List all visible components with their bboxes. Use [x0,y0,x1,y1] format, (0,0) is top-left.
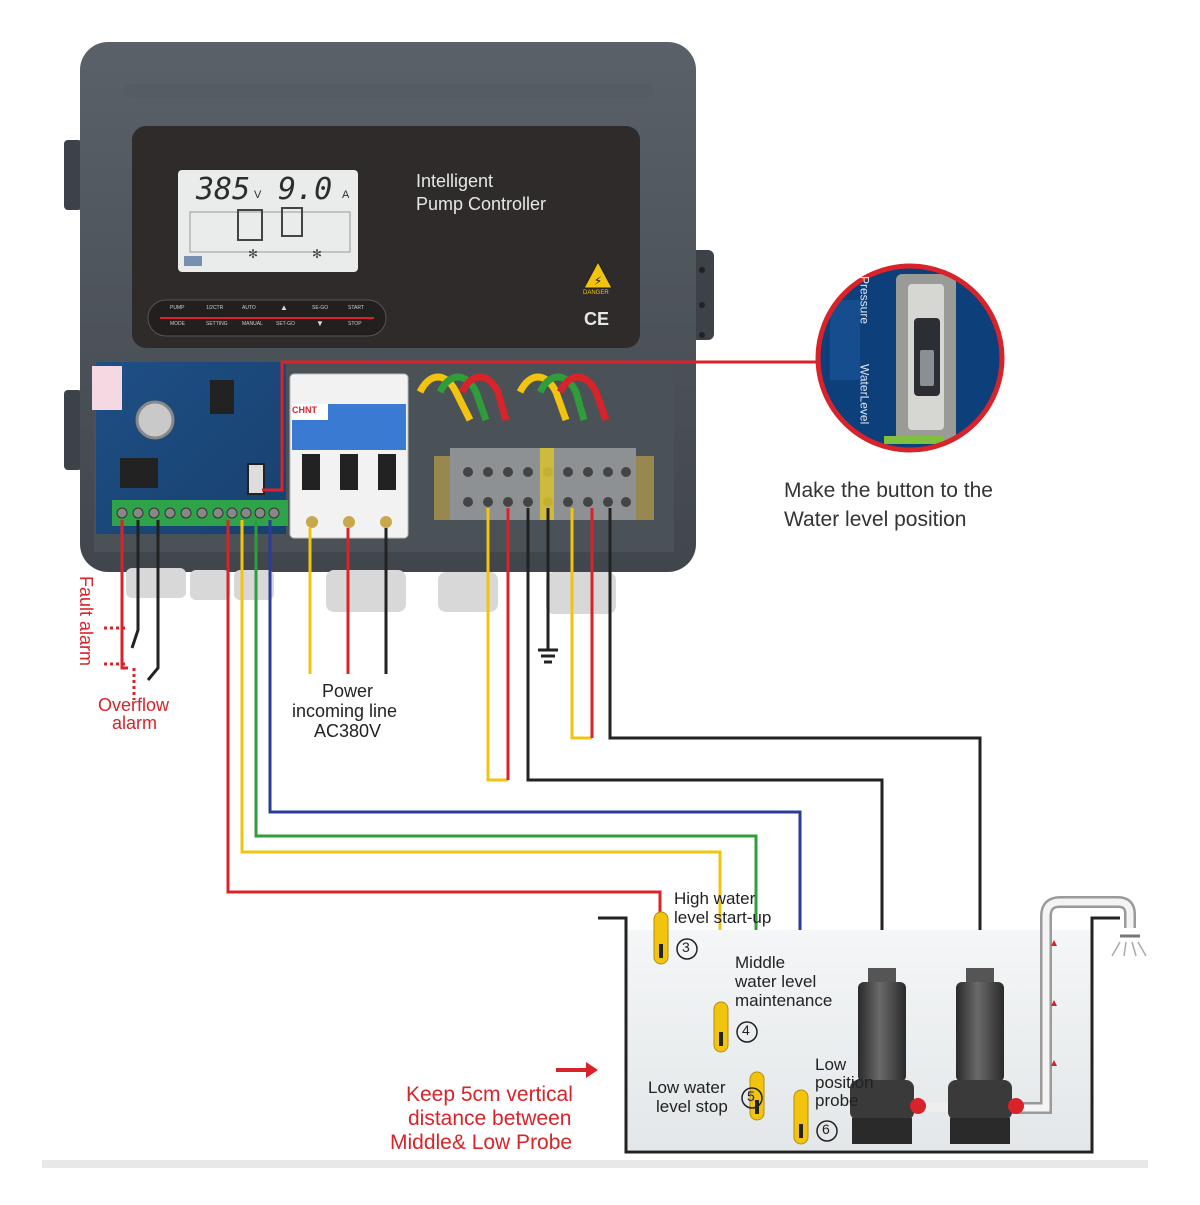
se-go-button[interactable]: SE-GO [312,305,329,311]
discharge-pipe [1000,896,1147,1114]
probe-number-5-circle [741,1087,763,1109]
lcd-voltage: 385 [196,172,251,207]
middle-probe-label-line3: maintenance [735,991,833,1010]
danger-label: DANGER [583,290,609,296]
middle-probe-label-line2: water level [735,972,817,991]
ctr-button[interactable]: 1/2CTR [206,305,224,311]
auto-button[interactable]: AUTO [242,305,256,311]
high-probe-label-line1: High water [674,889,756,908]
middle-probe-label-line1: Middle [735,953,786,972]
battery-icon [135,400,175,440]
pointer-line [262,360,830,492]
set-go-button[interactable]: SET-GO [276,321,295,327]
probe-number-5: 5 [747,1088,755,1104]
probe-number-4-circle [736,1021,758,1043]
controller-title-line2: Pump Controller [416,194,547,214]
overflow-alarm-line2: alarm [112,713,158,733]
setting-button[interactable]: SETTING [206,321,228,327]
power-label-line2: incoming line [292,701,398,721]
note-arrow-icon [556,1062,598,1078]
wires [104,508,982,1090]
front-panel: ✻ ✻ ⚡ [132,126,640,348]
lcd-current: 9.0 [278,172,333,207]
low-position-label-line3: probe [815,1091,859,1110]
fan-icon-right: ✻ [312,247,322,261]
power-label-line1: Power [322,681,374,701]
submersible-pump-1 [850,968,950,1144]
fault-alarm-label: Fault alarm [75,576,96,667]
controller-title-line1: Intelligent [416,171,494,191]
power-label-line3: AC380V [314,721,382,741]
low-probe-label-line2: level stop [656,1097,728,1116]
lcd-current-unit: A [342,189,350,201]
inset-caption-line2: Water level position [784,508,967,531]
note-line1: Keep 5cm vertical [406,1083,573,1106]
probe-number-6-circle [816,1120,838,1142]
overflow-alarm-line1: Overflow [98,695,170,715]
probe-number-6: 6 [822,1121,830,1137]
note-line3: Middle& Low Probe [390,1131,573,1154]
probe-middle [713,1001,729,1053]
lcd-display [178,170,358,272]
wiring-compartment [92,360,674,614]
probe-low-position [793,1089,809,1145]
probe-number-3: 3 [682,939,690,955]
submersible-pump-2 [948,968,1024,1144]
manual-button[interactable]: MANUAL [242,321,263,327]
mode-switch[interactable] [247,463,265,495]
probe-number-4: 4 [742,1022,750,1038]
inset-label-waterlevel: WaterLevel [857,364,872,425]
low-probe-label-line1: Low water [648,1078,726,1097]
breaker-brand: CHNT [292,405,317,415]
up-arrow-icon[interactable]: ▲ [280,303,288,312]
probe-number-3-circle [676,938,698,960]
danger-warning-icon [583,260,613,289]
inset-label-pressure: Pressure [857,276,872,325]
note-line2: distance between [408,1107,572,1130]
pump-button[interactable]: PUMP [170,305,185,311]
inset-caption-line1: Make the button to the [784,479,993,502]
mode-button[interactable]: MODE [170,321,185,327]
fan-icon-left: ✻ [248,247,258,261]
low-position-label-line1: Low [815,1055,847,1074]
start-button[interactable]: START [348,305,364,311]
low-position-label-line2: position [815,1073,874,1092]
stop-button[interactable]: STOP [348,321,362,327]
ce-mark: CE [584,309,610,329]
high-probe-label-line2: level start-up [674,908,772,927]
svg-text:⚡: ⚡ [594,274,602,288]
lcd-voltage-unit: V [254,189,262,201]
down-arrow-icon[interactable]: ▼ [316,319,324,328]
probe-high [653,911,669,965]
switch-inset [815,263,1005,453]
